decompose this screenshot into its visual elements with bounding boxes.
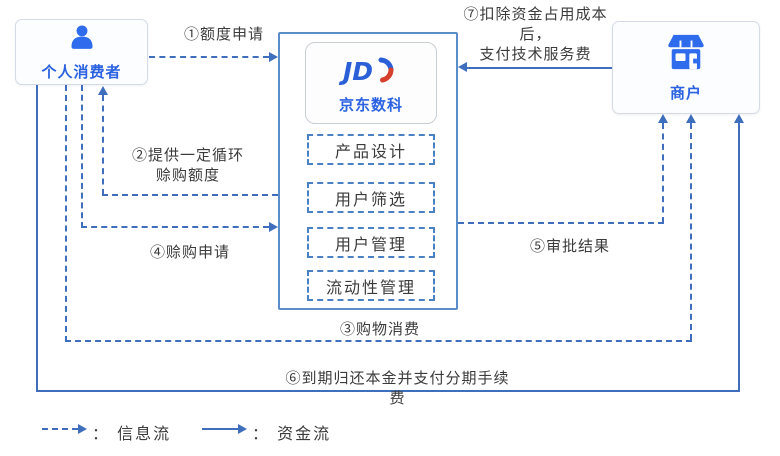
- flow3-line-horizontal: [65, 340, 692, 342]
- flow6-line-vertical-left: [36, 85, 38, 392]
- consumer-node: 个人消费者: [15, 19, 148, 85]
- legend-solid-arrowhead-icon: [238, 424, 247, 434]
- platform-function-user-screening: 用户筛选: [307, 182, 435, 213]
- flow1-line: [149, 56, 269, 58]
- flow2-line-horizontal: [102, 194, 278, 196]
- flow7-arrowhead-icon: [458, 62, 467, 72]
- flow6-label: ⑥到期归还本金并支付分期手续费: [285, 369, 510, 407]
- flow3-line-vertical-left: [65, 85, 67, 342]
- flow2-label-line2: 赊购额度: [155, 166, 220, 184]
- flow4-arrowhead-icon: [269, 222, 278, 232]
- flow1-label: ①额度申请: [183, 25, 264, 43]
- storefront-icon: [663, 32, 709, 76]
- flow2-arrowhead-icon: [98, 86, 108, 95]
- flow2-line-vertical: [102, 95, 104, 195]
- flow5-label: ⑤审批结果: [529, 237, 610, 255]
- platform-label: 京东数科: [338, 95, 403, 114]
- merchant-node: 商户: [612, 21, 760, 114]
- flow1-arrowhead-icon: [269, 52, 278, 62]
- flow7-label-line2: 支付技术服务费: [479, 45, 592, 63]
- flow7-label: ⑦扣除资金占用成本后， 支付技术服务费: [448, 4, 623, 64]
- consumer-label: 个人消费者: [41, 62, 122, 81]
- merchant-label: 商户: [669, 84, 702, 102]
- platform-function-product-design: 产品设计: [307, 134, 435, 165]
- platform-brand-card: JD 京东数科: [305, 42, 437, 124]
- flow4-label: ④赊购申请: [149, 243, 230, 261]
- flow7-line: [466, 67, 612, 69]
- legend-dashed-arrowhead-icon: [78, 424, 87, 434]
- flow4-line-horizontal: [81, 226, 269, 228]
- flow3-arrowhead-icon: [686, 114, 696, 123]
- legend-dashed-label: ： 信息流: [92, 424, 172, 443]
- flow6-line-horizontal: [36, 390, 740, 392]
- platform-function-user-management: 用户管理: [307, 227, 435, 258]
- flow2-label: ②提供一定循环 赊购额度: [118, 145, 258, 185]
- legend-solid-arrow-icon: [202, 428, 238, 430]
- platform-function-liquidity-management: 流动性管理: [307, 270, 435, 301]
- flow3-line-vertical-right: [690, 123, 692, 340]
- flow6-arrowhead-icon: [734, 114, 744, 123]
- platform-box: JD 京东数科 产品设计 用户筛选 用户管理 流动性管理: [278, 32, 458, 310]
- jdd-logo-icon: JD: [337, 52, 405, 92]
- flow7-label-line1: ⑦扣除资金占用成本后，: [463, 5, 608, 43]
- flow2-label-line1: ②提供一定循环: [131, 146, 244, 164]
- flow5-line-vertical: [662, 123, 664, 223]
- flow3-label: ③购物消费: [339, 320, 420, 338]
- svg-text:JD: JD: [338, 57, 373, 86]
- flow6-line-vertical-right: [738, 123, 740, 390]
- flow4-line-vertical: [81, 85, 83, 228]
- flow5-arrowhead-icon: [658, 114, 668, 123]
- legend-dashed-arrow-icon: [42, 428, 78, 430]
- person-icon: [67, 23, 97, 55]
- legend-solid-label: ： 资金流: [252, 424, 332, 443]
- flow5-line-horizontal: [458, 222, 664, 224]
